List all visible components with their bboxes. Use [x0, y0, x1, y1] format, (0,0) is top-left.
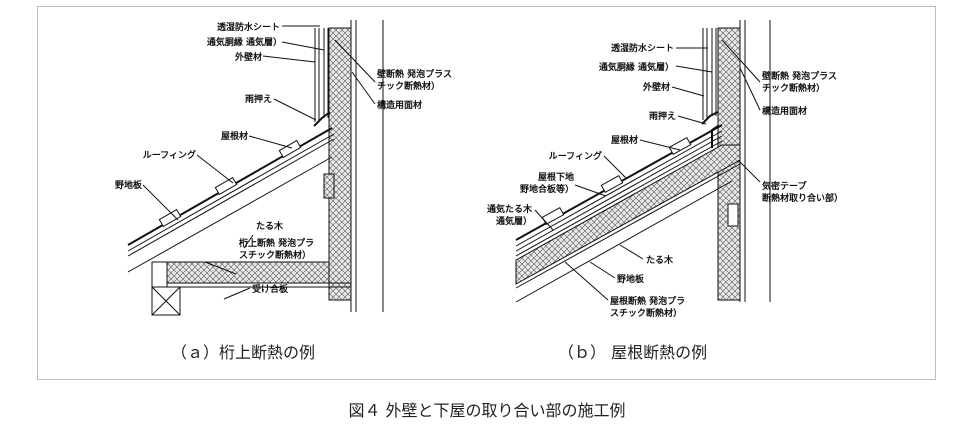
figure-caption: 図４ 外壁と下屋の取り合い部の施工例	[348, 401, 625, 420]
a-sheathing	[127, 138, 335, 257]
b-vent-rafter	[515, 140, 723, 257]
b-sheathing	[515, 163, 741, 289]
a-label-roofing: 屋根材	[221, 130, 248, 142]
b-label-roofing: 屋根材	[611, 134, 638, 146]
a-label-base-plywood: 受け合板	[252, 283, 289, 295]
b-label-roof-base-1: 屋根下地	[538, 171, 574, 183]
b-flashing	[701, 111, 719, 125]
b-rafter	[515, 180, 733, 303]
b-label-airtight-tape-2: 断熱材取り合い部）	[762, 192, 843, 204]
b-label-sheathing: 野地板	[617, 273, 645, 285]
b-label-airtight-tape-1: 気密テープ	[762, 180, 807, 192]
b-label-roof-ins-1: 屋根断熱 発泡プラ	[610, 295, 685, 307]
a-label-moisture-sheet: 透湿防水シート	[217, 21, 280, 33]
b-label-furring: 通気胴縁 通気層）	[599, 61, 674, 73]
b-label-flashing: 雨押え	[649, 110, 676, 122]
b-label-roof-ins-2: スチック断熱材）	[610, 307, 682, 319]
b-roof-base	[515, 135, 723, 252]
a-flashing	[313, 111, 331, 127]
b-label-moisture-sheet: 透湿防水シート	[611, 42, 674, 54]
a-label-girder-ins-2: スチック断熱材）	[239, 249, 311, 261]
diagram-a-girder-insulation: 透湿防水シート 通気胴縁 通気層） 外壁材 雨押え 屋根材 ルーフィング 野地板…	[115, 20, 452, 362]
b-subcaption: （ｂ） 屋根断熱の例	[558, 343, 707, 362]
b-roof-insulation	[515, 144, 741, 285]
b-label-underlay: ルーフィング	[549, 150, 602, 162]
a-label-flashing: 雨押え	[245, 93, 272, 105]
a-subcaption: （ａ）桁上断熱の例	[171, 343, 315, 362]
a-rafter	[127, 156, 333, 273]
b-label-siding: 外壁材	[642, 81, 670, 93]
a-girder-insulation	[166, 261, 330, 284]
b-label-roof-base-2: 野地合板等）	[520, 183, 574, 195]
a-label-wall-ins-2: チック断熱材）	[377, 80, 440, 92]
a-underlay	[127, 133, 335, 252]
a-label-siding: 外壁材	[234, 51, 262, 63]
b-label-wall-ins-2: チック断熱材）	[762, 82, 825, 94]
a-label-underlay: ルーフィング	[143, 149, 196, 161]
a-label-wall-ins-1: 壁断熱 発泡プラス	[377, 68, 452, 80]
a-label-girder-ins-1: 桁上断熱 発泡プラ	[239, 237, 314, 249]
b-label-rafter: たる木	[646, 254, 674, 266]
b-label-vent-rafter-1: 通気たる木	[487, 203, 533, 215]
a-label-structural-board: 構造用面材	[377, 99, 422, 111]
a-label-rafter: たる木	[256, 220, 284, 232]
figure-frame	[37, 6, 936, 380]
b-label-vent-rafter-2: 通気層）	[496, 215, 532, 227]
a-wall-insulation	[328, 27, 352, 301]
b-label-wall-ins-1: 壁断熱 発泡プラス	[762, 70, 837, 82]
b-airtight-tape	[711, 125, 719, 148]
a-label-sheathing: 野地板	[115, 179, 143, 191]
a-label-furring: 通気胴縁 通気層）	[207, 36, 282, 48]
b-label-structural-board: 構造用面材	[762, 105, 807, 117]
diagram-b-roof-insulation: 透湿防水シート 通気胴縁 通気層） 外壁材 雨押え 屋根材 ルーフィング 屋根下…	[487, 20, 843, 362]
